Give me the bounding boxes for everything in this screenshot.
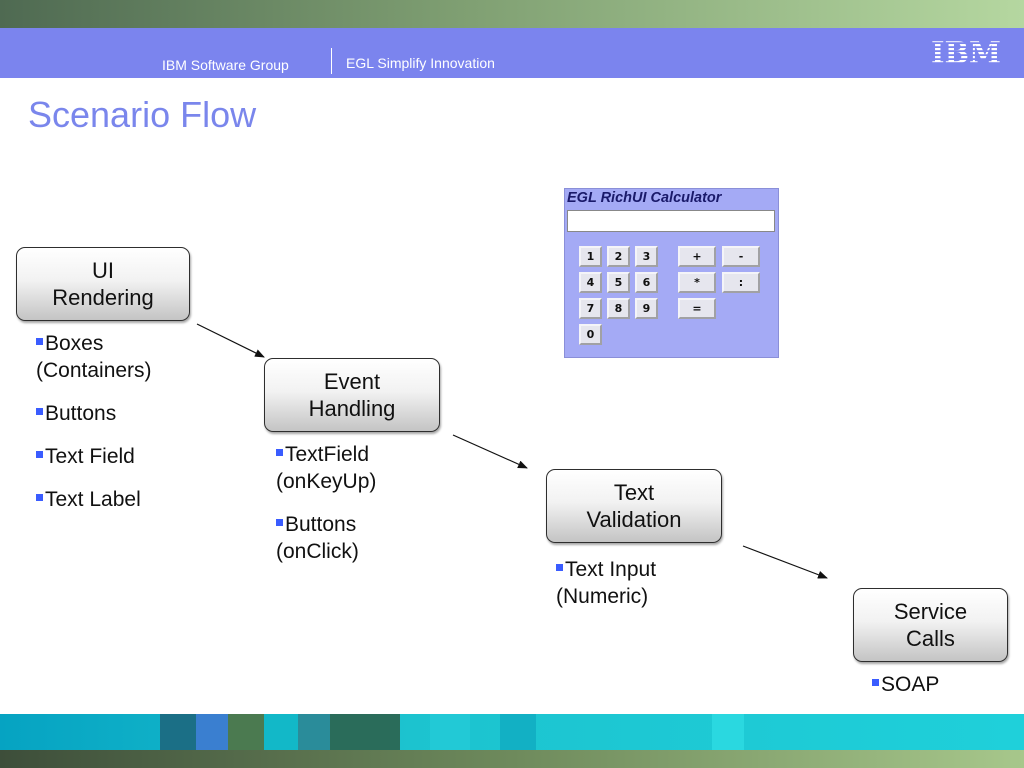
calc-key: 6 — [635, 272, 658, 293]
step-bullets-3: Text Input (Numeric) — [556, 556, 706, 610]
step-label-line: Event — [323, 369, 381, 394]
bullet-square-icon — [36, 450, 43, 458]
calc-key: 0 — [579, 324, 602, 345]
step-label-line: Service — [893, 599, 968, 624]
arrow-1 — [196, 323, 265, 358]
bullet-square-icon — [36, 337, 43, 345]
bullet-item: Boxes (Containers) — [36, 330, 206, 384]
footer-bar — [0, 750, 1024, 768]
step-label-line: UI — [91, 258, 114, 283]
bullet-square-icon — [556, 563, 563, 571]
bullet-square-icon — [36, 493, 43, 501]
slide-title: Scenario Flow — [28, 94, 257, 135]
bullet-item: TextField (onKeyUp) — [276, 441, 426, 495]
bullet-text: Text Input (Numeric) — [556, 558, 657, 608]
calc-key: 7 — [579, 298, 602, 319]
calc-key: 4 — [579, 272, 602, 293]
bullet-text: Text Field — [45, 445, 135, 468]
step-label-line: Validation — [586, 507, 682, 532]
header-bar: IBM Software Group EGL Simplify Innovati… — [0, 28, 1024, 78]
bullet-square-icon — [276, 518, 283, 526]
bullet-text: Buttons — [45, 402, 117, 425]
arrow-3 — [742, 545, 828, 579]
bullet-item: Text Input (Numeric) — [556, 556, 706, 610]
tagline: EGL Simplify Innovation — [346, 55, 495, 71]
calc-key: 2 — [607, 246, 630, 267]
bullet-square-icon — [276, 448, 283, 456]
calculator-display — [567, 210, 775, 232]
calc-op-key: - — [722, 246, 760, 267]
calc-op-key: : — [722, 272, 760, 293]
header-separator — [331, 48, 332, 74]
step-label-line: Handling — [308, 396, 396, 421]
svg-text:IBM: IBM — [931, 36, 1001, 68]
bullet-text: Boxes (Containers) — [36, 332, 152, 382]
calc-key: 9 — [635, 298, 658, 319]
bullet-item: Buttons — [36, 400, 206, 427]
bullet-item: Buttons (onClick) — [276, 511, 426, 565]
bullet-text: Text Label — [45, 488, 141, 511]
bullet-square-icon — [872, 678, 879, 686]
bullet-text: Buttons (onClick) — [276, 513, 359, 563]
calc-op-key: = — [678, 298, 716, 319]
bullet-square-icon — [36, 407, 43, 415]
step-bullets-2: TextField (onKeyUp) Buttons (onClick) — [276, 441, 426, 565]
group-name: IBM Software Group — [162, 57, 289, 73]
ibm-logo: IBM — [931, 36, 1001, 68]
calc-op-key: + — [678, 246, 716, 267]
calc-key: 8 — [607, 298, 630, 319]
bullet-item: Text Label — [36, 486, 206, 513]
step-label-line: Calls — [906, 626, 955, 651]
top-decor-bar — [0, 0, 1024, 28]
arrow-2 — [452, 434, 528, 469]
bullet-text: SOAP — [881, 673, 940, 696]
step-label-line: Text — [613, 480, 655, 505]
bullet-item: SOAP — [872, 671, 972, 698]
bullet-text: TextField (onKeyUp) — [276, 443, 377, 493]
calc-op-key: * — [678, 272, 716, 293]
calculator-title: EGL RichUI Calculator — [567, 190, 722, 206]
calc-key: 5 — [607, 272, 630, 293]
bullet-item: Text Field — [36, 443, 206, 470]
bottom-decor-bar — [0, 714, 1024, 750]
step-bullets-4: SOAP — [872, 671, 972, 698]
step-label-line: Rendering — [52, 285, 154, 310]
calc-key: 1 — [579, 246, 602, 267]
calc-key: 3 — [635, 246, 658, 267]
